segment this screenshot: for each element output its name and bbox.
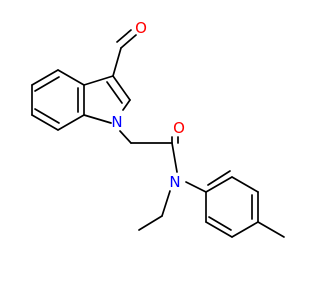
bond <box>231 221 259 238</box>
structure-background <box>0 0 300 300</box>
amide-oxygen-label: O <box>173 119 185 137</box>
bond <box>31 69 59 86</box>
bond <box>161 190 171 217</box>
bond <box>122 99 131 111</box>
bond <box>138 215 163 231</box>
bond <box>57 69 85 86</box>
bond <box>208 216 232 231</box>
bond <box>112 75 131 101</box>
indole-pyrrole-ring <box>83 75 131 124</box>
m-tolyl-ring <box>185 170 285 238</box>
bond <box>112 47 122 77</box>
aldehyde-oxygen-label: O <box>135 19 147 37</box>
bond <box>119 130 132 144</box>
bond <box>83 114 112 124</box>
chemical-structure: O N O N <box>0 0 300 300</box>
bond <box>171 142 178 173</box>
bond <box>34 108 60 124</box>
acetamide-linker <box>119 130 179 173</box>
bond <box>120 34 137 49</box>
bond <box>185 181 207 193</box>
bond <box>116 29 132 43</box>
formyl-group <box>112 29 137 77</box>
bond <box>231 176 259 193</box>
bond <box>31 114 59 131</box>
ethyl-group <box>138 190 171 231</box>
amide-nitrogen-label: N <box>169 173 180 191</box>
bond <box>106 81 123 104</box>
indole-nitrogen-label: N <box>111 113 122 131</box>
bond <box>83 75 114 86</box>
bond <box>205 176 233 193</box>
bond <box>57 114 85 131</box>
bond <box>34 76 60 92</box>
bond <box>207 170 231 186</box>
bond <box>205 221 233 238</box>
indole-benzene-ring <box>31 69 85 131</box>
bond <box>257 221 285 238</box>
